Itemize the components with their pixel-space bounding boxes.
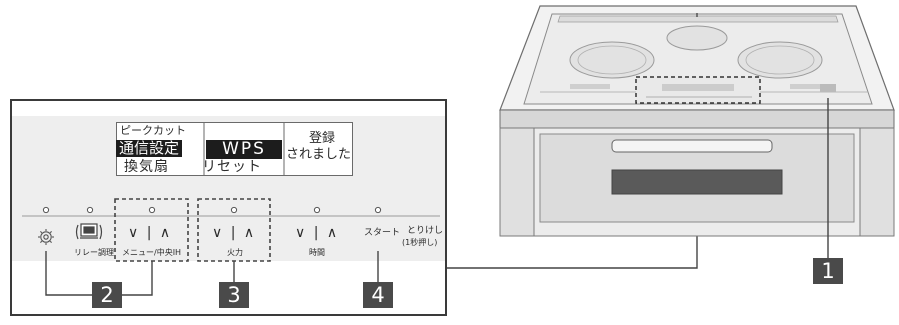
cabinet-right-side	[859, 127, 895, 237]
menu-keys[interactable]: ∨ | ∧	[128, 225, 173, 241]
led-4	[230, 206, 238, 214]
key-area-drawing	[22, 198, 440, 296]
grill-handle	[611, 139, 773, 153]
relay-label: リレー調理	[74, 248, 114, 257]
start-label[interactable]: スタート	[364, 228, 401, 238]
toroku-text: 登録	[308, 131, 335, 146]
right-burner	[737, 41, 823, 79]
led-2	[86, 206, 94, 214]
left-burner	[569, 41, 655, 79]
callout-3: 3	[219, 282, 249, 308]
time-label: 時間	[309, 248, 325, 257]
led-5	[313, 206, 321, 214]
callout-1: 1	[813, 258, 843, 284]
cancel-label[interactable]: とりけし	[407, 226, 444, 236]
kankisen-text: 換気扇	[124, 159, 169, 175]
grill-window	[611, 169, 783, 195]
led-1	[42, 206, 50, 214]
relay-cooking-icon	[75, 223, 103, 240]
indicator-leds	[42, 206, 382, 214]
counter-front-edge	[499, 109, 895, 129]
front-indicator-right	[790, 84, 830, 89]
reset-text: リセット	[202, 159, 262, 175]
control-panel-detail: ピークカット 通信設定 換気扇 WPS リセット 登録 されました	[10, 99, 447, 316]
back-vent	[557, 15, 839, 23]
tsushin-settei-text: 通信設定	[116, 140, 183, 157]
callout-connectors	[45, 251, 379, 296]
front-indicator-left	[570, 84, 610, 89]
saremashita-text: されました	[286, 147, 352, 162]
peak-cut-text: ピークカット	[120, 124, 186, 137]
connector-2-right	[122, 261, 153, 296]
menu-label: メニュー/中央IH	[122, 248, 182, 257]
connector-2-left	[45, 251, 92, 296]
callout-2: 2	[92, 282, 122, 308]
heat-label: 火力	[227, 248, 243, 257]
center-burner	[666, 25, 728, 51]
display-window: ピークカット 通信設定 換気扇 WPS リセット 登録 されました	[116, 122, 353, 176]
wps-text: WPS	[206, 140, 282, 159]
cabinet-left-side	[499, 127, 535, 237]
cancel-note: (1秒押し)	[402, 238, 438, 247]
callout-4: 4	[363, 282, 393, 308]
time-keys[interactable]: ∨ | ∧	[295, 225, 340, 241]
led-6	[374, 206, 382, 214]
led-3	[148, 206, 156, 214]
glass-top	[523, 13, 873, 105]
start-key-marker	[820, 84, 836, 92]
gear-icon	[38, 229, 54, 245]
heat-keys[interactable]: ∨ | ∧	[212, 225, 257, 241]
